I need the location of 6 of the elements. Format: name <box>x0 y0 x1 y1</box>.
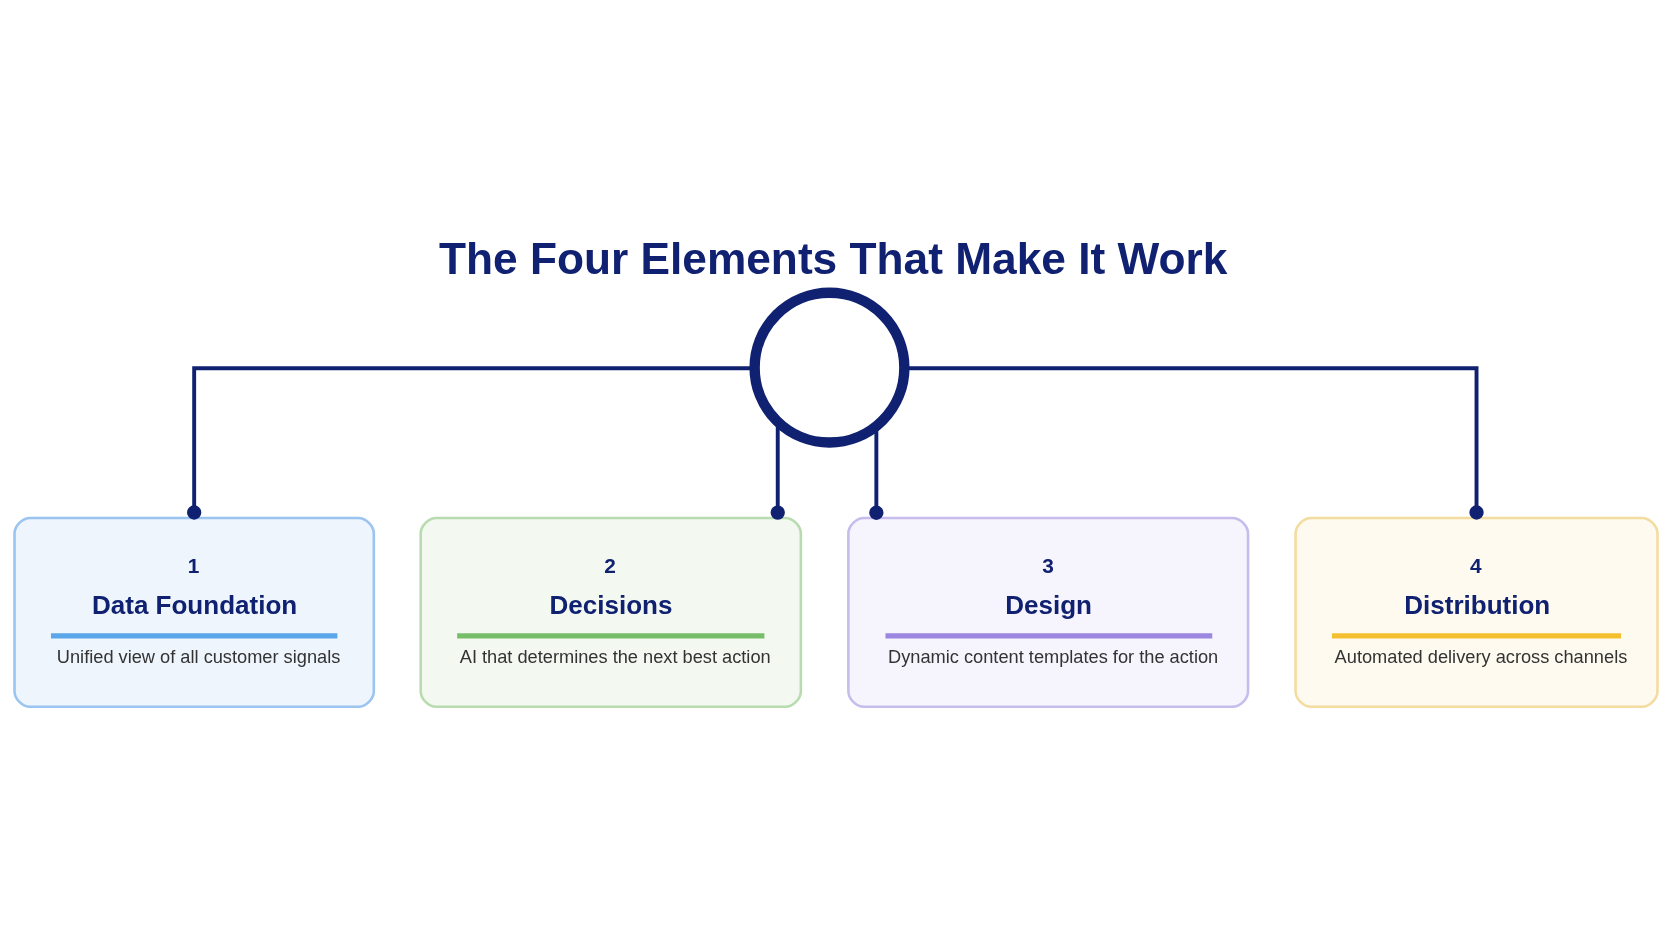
node-box: 3 Design Dynamic content templates for the action <box>847 516 1250 709</box>
node-circle <box>749 287 910 448</box>
node-box: 4 Distribution Automated delivery across channels <box>1294 516 1659 709</box>
diagram-title: The Four Elements That Make It Work <box>438 233 1228 283</box>
node-box: 2 Decisions AI that determines the next best action <box>419 516 803 709</box>
node-box: 1 Data Foundation Unified view of all customer signals <box>13 516 376 709</box>
